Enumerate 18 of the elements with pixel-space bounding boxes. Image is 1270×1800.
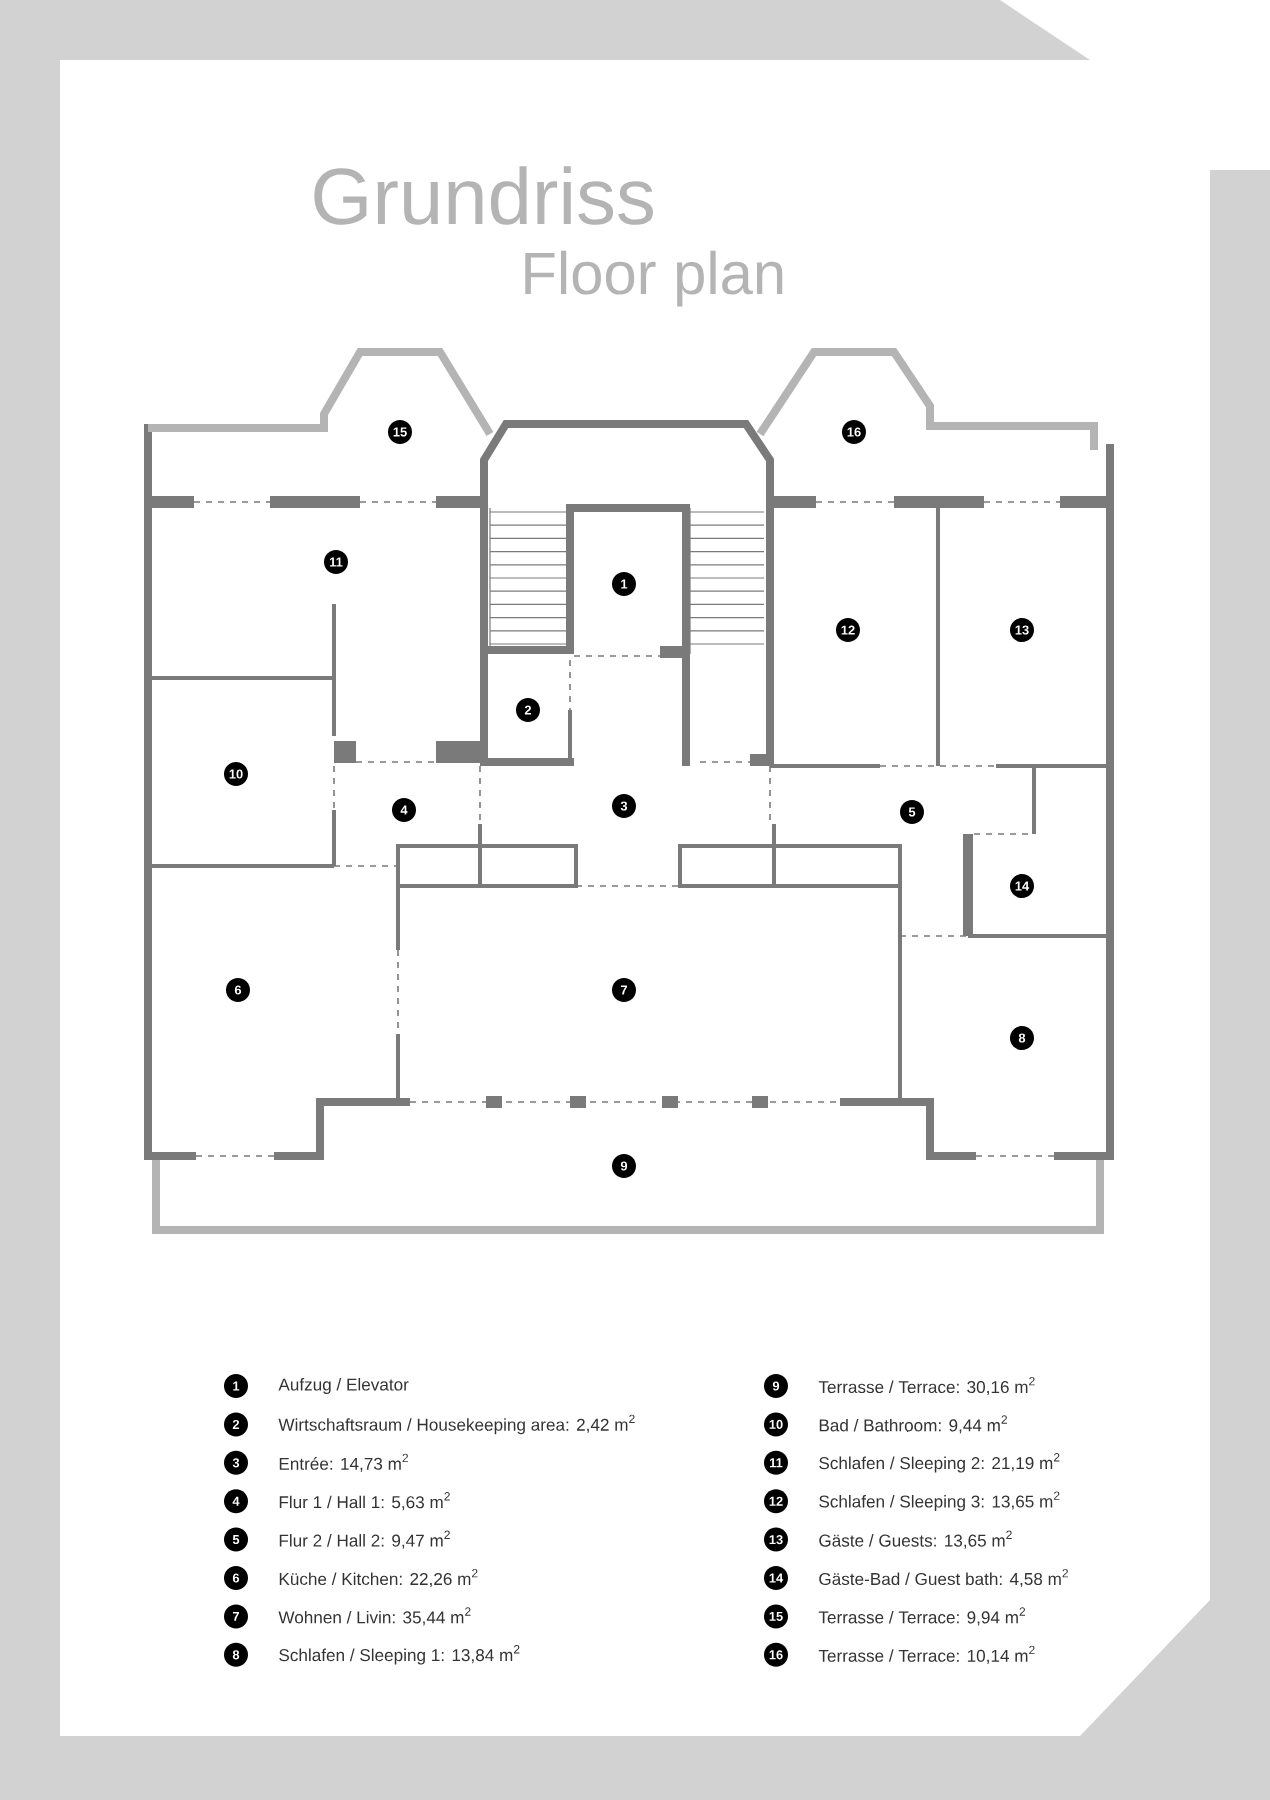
legend-entry: Terrasse / Terrace: 30,16 m$^{2}$ [818, 1376, 1035, 1396]
legend-entry: Küche / Kitchen: 22,26 m$^{2}$ [279, 1568, 478, 1588]
legend-entry: Entrée: 14,73 m$^{2}$ [279, 1453, 408, 1472]
legend-entry: Wirtschaftsraum / Housekeeping area: 2,42 m$^{2}$ [278, 1414, 635, 1435]
legend-entry: Terrasse / Terrace: 9,94 m$^{2}$ [818, 1607, 1026, 1626]
legend-entry: Flur 2 / Hall 2: 9,47 m$^{2}$ [279, 1530, 450, 1549]
legend-entry: Schlafen / Sleeping 3: 13,65 m$^{2}$ [819, 1491, 1060, 1511]
legend-entry: Gäste / Guests: 13,65 m$^{2}$ [819, 1530, 1012, 1549]
legend-entry: Terrasse / Terrace: 10,14 m$^{2}$ [818, 1645, 1035, 1664]
legend-entry: Bad / Bathroom: 9,44 m$^{2}$ [819, 1415, 1007, 1434]
legend-entry: Wohnen / Livin: 35,44 m$^{2}$ [278, 1607, 471, 1626]
diagram-title: Grundriss [314, 166, 653, 225]
legend-entry: Gäste-Bad / Guest bath: 4,58 m$^{2}$ [819, 1568, 1068, 1588]
legend-entry: Schlafen / Sleeping 1: 13,84 m$^{2}$ [279, 1645, 520, 1665]
label: Floor plan [525, 250, 783, 307]
legend-entry: Aufzug / Elevator [278, 1378, 409, 1394]
legend-entry: Schlafen / Sleeping 2: 21,19 m$^{2}$ [819, 1453, 1060, 1473]
legend-entry: Flur 1 / Hall 1: 5,63 m$^{2}$ [279, 1492, 450, 1511]
